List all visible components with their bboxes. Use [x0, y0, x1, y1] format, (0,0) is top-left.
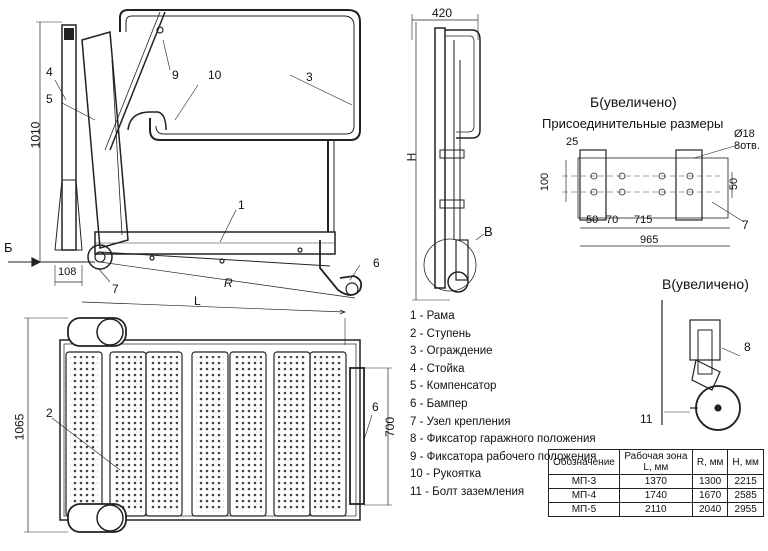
- callout-4: 4: [46, 65, 53, 79]
- callout-1: 1: [238, 198, 245, 212]
- table-cell: 1670: [691, 488, 729, 503]
- spec-table: Обозначение Рабочая зона L, мм R, мм H, …: [548, 449, 764, 517]
- table-cell: МП-3: [548, 474, 620, 489]
- legend-item: 1 - Рама: [410, 310, 455, 322]
- dim-965: 965: [640, 234, 659, 246]
- table-cell: МП-5: [548, 502, 620, 517]
- callout-9: 9: [172, 68, 179, 82]
- table-cell: 2585: [727, 488, 764, 503]
- dim-70: 70: [606, 214, 619, 226]
- table-row: МП-4 1740 1670 2585: [548, 488, 764, 503]
- view-v-title: В(увеличено): [662, 276, 749, 292]
- dim-8otv: 8отв.: [734, 140, 760, 152]
- dim-108: 108: [58, 266, 77, 278]
- table-header: H, мм: [727, 449, 764, 475]
- legend-item: 3 - Ограждение: [410, 345, 493, 358]
- view-arrow-v: В: [484, 224, 493, 239]
- callout-6-top: 6: [372, 400, 379, 414]
- dim-420: 420: [432, 6, 453, 20]
- table-cell: 1370: [618, 474, 693, 489]
- dim-R: R: [224, 276, 233, 290]
- legend-item: 2 - Ступень: [410, 327, 472, 340]
- dim-L: L: [194, 294, 201, 308]
- table-cell: 2215: [727, 474, 764, 489]
- dim-715: 715: [634, 214, 653, 226]
- table-header: R, мм: [691, 449, 729, 475]
- table-header-row: Обозначение Рабочая зона L, мм R, мм H, …: [548, 449, 764, 475]
- legend-item: 8 - Фиксатор гаражного положения: [410, 433, 596, 446]
- callout-11: 11: [640, 412, 653, 426]
- table-cell: 2110: [618, 502, 693, 517]
- callout-10: 10: [208, 68, 222, 82]
- table-row: МП-3 1370 1300 2215: [548, 474, 764, 489]
- legend-item: 11 - Болт заземления: [410, 485, 525, 498]
- callout-3: 3: [306, 70, 313, 84]
- callout-2: 2: [46, 406, 53, 420]
- table-cell: МП-4: [548, 488, 620, 503]
- dim-100: 100: [539, 172, 552, 192]
- legend-item: 5 - Компенсатор: [410, 380, 497, 393]
- view-arrow-b: Б: [4, 240, 13, 255]
- dim-25: 25: [566, 136, 579, 148]
- legend-item: 6 - Бампер: [410, 397, 468, 410]
- view-b-subtitle: Присоединительные размеры: [542, 116, 724, 131]
- callout-7-b: 7: [742, 218, 749, 232]
- view-v: [661, 300, 741, 431]
- dim-1065: 1065: [12, 413, 27, 441]
- top-view: [24, 317, 392, 533]
- dim-1010: 1010: [28, 121, 43, 149]
- table-cell: 2955: [727, 502, 764, 517]
- table-row: МП-5 2110 2040 2955: [548, 502, 764, 517]
- legend-item: 4 - Стойка: [410, 362, 465, 375]
- front-view: [411, 14, 485, 301]
- view-b: [562, 144, 745, 247]
- legend-item: 7 - Узел крепления: [410, 415, 511, 428]
- dim-d18: Ø18: [734, 128, 755, 140]
- callout-7-side: 7: [112, 282, 119, 296]
- table-cell: 1740: [618, 488, 693, 503]
- dim-50-bottom: 50: [586, 214, 599, 226]
- table-cell: 2040: [691, 502, 729, 517]
- view-b-title: Б(увеличено): [590, 94, 677, 110]
- callout-5: 5: [46, 92, 53, 106]
- table-cell: 1300: [691, 474, 729, 489]
- callout-8: 8: [744, 340, 751, 354]
- callout-6-side: 6: [373, 256, 380, 270]
- dim-50-right: 50: [728, 177, 741, 191]
- table-header: Рабочая зона L, мм: [618, 449, 693, 475]
- parts-legend: 1 - Рама 2 - Ступень 3 - Ограждение 4 - …: [410, 308, 596, 502]
- dim-H: H: [404, 152, 419, 162]
- dim-700: 700: [383, 416, 398, 438]
- table-header: Обозначение: [548, 449, 620, 475]
- legend-item: 10 - Рукоятка: [410, 468, 482, 481]
- side-view: [8, 9, 363, 315]
